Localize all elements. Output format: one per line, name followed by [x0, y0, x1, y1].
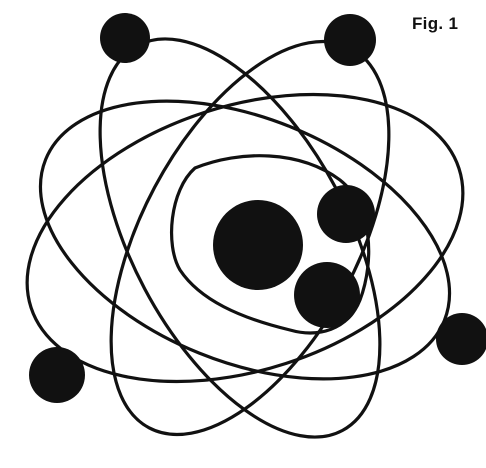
- figure-label: Fig. 1: [412, 14, 458, 34]
- electron-bottom-left: [29, 347, 85, 403]
- electron-top-left: [100, 13, 150, 63]
- nucleus-particle-lower: [294, 262, 360, 328]
- electron-right: [436, 313, 486, 365]
- electron-top-right: [324, 14, 376, 66]
- nucleus-particle-large: [213, 200, 303, 290]
- nucleus-particle-upper: [317, 185, 375, 243]
- nucleus: [213, 185, 375, 328]
